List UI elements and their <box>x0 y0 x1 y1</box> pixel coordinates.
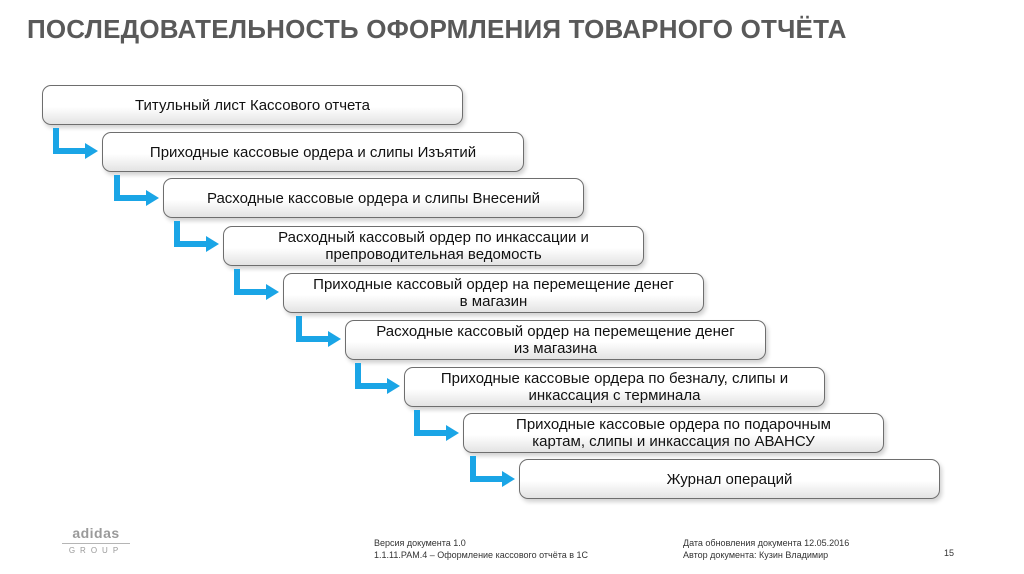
step-box-6: Расходные кассовый ордер на перемещение … <box>345 320 766 360</box>
step-line: из магазина <box>513 340 598 357</box>
arrow-shape <box>355 363 400 394</box>
step-line: Приходные кассовые ордера и слипы Изъяти… <box>149 143 477 161</box>
logo-word: adidas <box>72 525 120 541</box>
step-line: Журнал операций <box>666 470 793 488</box>
step-arrow-icon <box>53 128 98 159</box>
arrow-shape <box>296 316 341 347</box>
arrow-shape <box>470 456 515 487</box>
step-arrow-icon <box>234 269 279 300</box>
footer-author: Автор документа: Кузин Владимир <box>683 550 829 560</box>
logo-group: GROUP <box>62 543 130 556</box>
step-line: инкассация с терминала <box>528 387 701 404</box>
footer-version: Версия документа 1.0 <box>374 538 466 548</box>
step-line: Расходные кассовый ордер на перемещение … <box>376 323 735 340</box>
step-text: Журнал операций <box>667 471 793 488</box>
page-number: 15 <box>944 548 955 558</box>
step-line: Приходные кассовые ордера по подарочным <box>516 416 831 433</box>
arrow-shape <box>414 410 459 441</box>
arrow-shape <box>174 221 219 252</box>
arrow-shape <box>53 128 98 159</box>
step-box-3: Расходные кассовые ордера и слипы Внесен… <box>163 178 584 218</box>
step-line: препроводительная ведомость <box>325 246 542 263</box>
step-arrow-icon <box>114 175 159 206</box>
step-text: Титульный лист Кассового отчета <box>135 97 370 114</box>
step-arrow-icon <box>174 221 219 252</box>
footer-meta-block: Дата обновления документа 12.05.2016 Авт… <box>683 537 849 561</box>
step-line: Расходный кассовый ордер по инкассации и <box>278 229 589 246</box>
step-text: Приходные кассовые ордера по безналу, сл… <box>441 370 788 404</box>
footer-updated: Дата обновления документа 12.05.2016 <box>683 538 850 548</box>
step-line: Титульный лист Кассового отчета <box>135 96 370 114</box>
footer-document: 1.1.11.PAM.4 – Оформление кассового отчё… <box>374 550 589 560</box>
step-box-4: Расходный кассовый ордер по инкассации и… <box>223 226 644 266</box>
step-text: Расходные кассовый ордер на перемещение … <box>376 323 734 357</box>
adidas-group-logo: adidas GROUP <box>62 526 130 556</box>
step-arrow-icon <box>470 456 515 487</box>
step-line: в магазин <box>459 293 528 310</box>
step-arrow-icon <box>296 316 341 347</box>
step-box-9: Журнал операций <box>519 459 940 499</box>
footer-version-block: Версия документа 1.0 1.1.11.PAM.4 – Офор… <box>374 537 588 561</box>
step-arrow-icon <box>355 363 400 394</box>
step-box-1: Титульный лист Кассового отчета <box>42 85 463 125</box>
step-text: Расходные кассовые ордера и слипы Внесен… <box>207 190 540 207</box>
arrow-shape <box>234 269 279 300</box>
step-line: Приходные кассовый ордер на перемещение … <box>313 276 674 293</box>
step-box-5: Приходные кассовый ордер на перемещение … <box>283 273 704 313</box>
step-box-7: Приходные кассовые ордера по безналу, сл… <box>404 367 825 407</box>
arrow-shape <box>114 175 159 206</box>
step-box-2: Приходные кассовые ордера и слипы Изъяти… <box>102 132 524 172</box>
step-arrow-icon <box>414 410 459 441</box>
step-text: Приходные кассовые ордера и слипы Изъяти… <box>150 144 476 161</box>
step-text: Приходные кассовый ордер на перемещение … <box>313 276 674 310</box>
step-line: Приходные кассовые ордера по безналу, сл… <box>440 370 789 387</box>
step-line: картам, слипы и инкассация по АВАНСУ <box>532 433 815 450</box>
step-text: Расходный кассовый ордер по инкассации и… <box>278 229 589 263</box>
page-title: ПОСЛЕДОВАТЕЛЬНОСТЬ ОФОРМЛЕНИЯ ТОВАРНОГО … <box>27 14 847 44</box>
step-line: Расходные кассовые ордера и слипы Внесен… <box>206 189 541 207</box>
